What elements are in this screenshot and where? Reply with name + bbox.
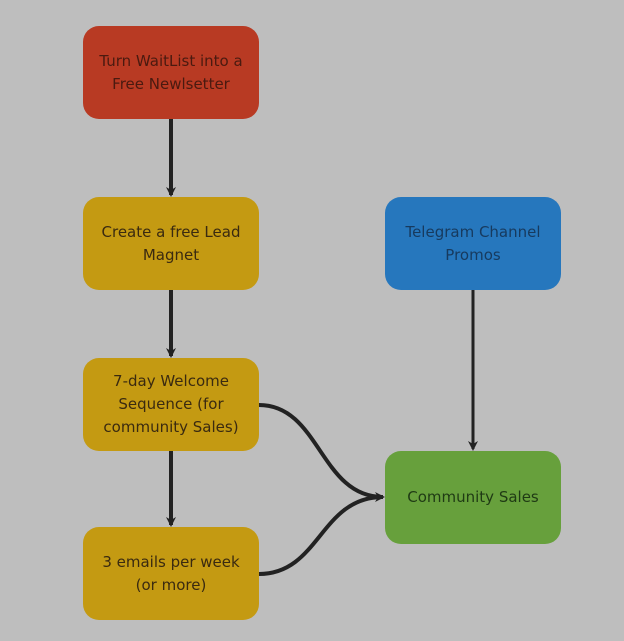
- node-label: 7-day Welcome Sequence (for community Sa…: [103, 372, 239, 436]
- node-telegram-promos[interactable]: Telegram Channel Promos: [385, 197, 561, 290]
- node-create-lead-magnet[interactable]: Create a free Lead Magnet: [83, 197, 259, 290]
- node-welcome-sequence[interactable]: 7-day Welcome Sequence (for community Sa…: [83, 358, 259, 451]
- node-emails-per-week[interactable]: 3 emails per week (or more): [83, 527, 259, 620]
- node-label: 3 emails per week (or more): [102, 552, 240, 594]
- node-label: Create a free Lead Magnet: [101, 222, 241, 264]
- edge-n3-n6: [258, 403, 385, 502]
- node-turn-waitlist-into-newsletter[interactable]: Turn WaitList into a Free Newlsetter: [83, 26, 259, 119]
- node-label: Community Sales: [407, 488, 539, 506]
- node-label: Turn WaitList into a Free Newlsetter: [99, 51, 243, 93]
- node-community-sales[interactable]: Community Sales: [385, 451, 561, 544]
- edge-n4-n6: [258, 495, 384, 576]
- node-label: Telegram Channel Promos: [405, 222, 541, 264]
